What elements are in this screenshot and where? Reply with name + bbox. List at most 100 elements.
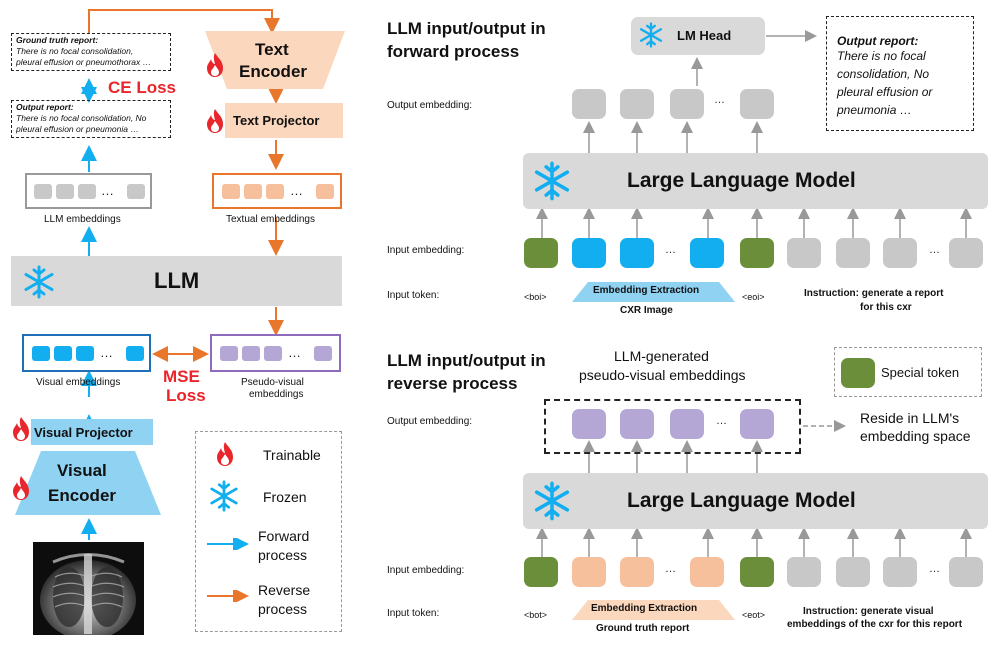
input-token-instruction [787,557,821,587]
text-encoder-label-2: Encoder [239,62,308,81]
ground-truth-report-line1: There is no focal consolidation, [16,46,134,56]
input-token-instruction [836,238,870,268]
reverse-embedding-extraction-shape [572,600,735,620]
input-token-instruction [787,238,821,268]
forward-output-report-title: Output report: [837,34,919,48]
legend-box [195,431,342,632]
forward-title-2: forward process [387,42,520,61]
ellipsis: … [929,563,940,575]
forward-arrows [536,30,972,238]
reside-label-2: embedding space [860,428,971,444]
legend-forward-2: process [258,547,308,563]
legend-forward-1: Forward [258,528,310,544]
legend-frozen: Frozen [263,489,307,505]
ellipsis: … [716,415,727,427]
reverse-title-2: reverse process [387,374,518,393]
bot-token: <bot> [524,610,548,620]
text-encoder-label-1: Text [255,40,289,59]
legend-reverse-arrow [207,590,249,602]
token [76,346,94,361]
ellipsis: … [714,94,725,106]
forward-instruction-line2: for this cxr [860,302,912,313]
token [266,184,284,199]
fire-icon [13,476,29,500]
output-report-title: Output report: [16,102,74,112]
output-report-line1: There is no focal consolidation, No [16,113,147,123]
ellipsis: … [665,244,676,256]
input-token-instruction [883,238,917,268]
ellipsis: … [929,244,940,256]
pseudo-visual-token [670,409,704,439]
forward-output-report-box: Output report: There is no focal consoli… [826,16,974,131]
visual-projector-block: Visual Projector [31,419,153,445]
ground-truth-report-line2: pleural effusion or pneumothorax … [16,57,152,67]
forward-instruction-line1: Instruction: generate a report [804,288,944,299]
snowflake-icon [639,22,663,48]
token [264,346,282,361]
reverse-input-embedding-label: Input embedding: [387,565,465,576]
visual-encoder-label-1: Visual [57,461,107,480]
input-token-text [572,557,606,587]
llm-embeddings-box: … [25,173,152,209]
output-token [670,89,704,119]
lm-head-label: LM Head [677,28,732,43]
input-token-image [620,238,654,268]
snowflake-icon [24,265,54,299]
ce-loss-label: CE Loss [108,78,177,97]
special-token-swatch [841,358,875,388]
pseudo-visual-label-2: embeddings [249,389,304,400]
input-token-instruction [883,557,917,587]
mse-loss-label-2: Loss [166,386,206,405]
pseudo-visual-token [740,409,774,439]
ground-truth-report-box: Ground truth report: There is no focal c… [11,33,171,71]
special-token-legend-box: Special token [834,347,982,397]
forward-title-1: LLM input/output in [387,19,546,38]
reside-label-1: Reside in LLM's [860,410,960,426]
input-token-boi [524,238,558,268]
generated-label-2: pseudo-visual embeddings [579,367,746,383]
legend-trainable: Trainable [263,447,321,463]
output-report-box: Output report: There is no focal consoli… [11,100,171,138]
fire-icon [13,417,29,441]
visual-encoder-block [15,451,161,515]
generated-embeddings-box [544,399,801,454]
textual-embeddings-label: Textual embeddings [226,214,315,225]
mse-loss-label-1: MSE [163,367,200,386]
text-encoder-block [205,31,345,89]
text-projector-label: Text Projector [233,113,320,128]
snowflake-icon [534,481,570,521]
input-token-text [690,557,724,587]
special-token-label: Special token [881,365,960,380]
forward-output-report-line4: pneumonia … [837,103,912,117]
forward-output-embedding-label: Output embedding: [387,100,473,111]
fire-icon [207,53,223,77]
ellipsis: … [100,345,113,360]
ellipsis: … [288,345,301,360]
llm-block: LLM [11,256,342,306]
token [314,346,332,361]
output-token [740,89,774,119]
snowflake-icon [534,161,570,201]
token [32,346,50,361]
legend-reverse-2: process [258,601,308,617]
token [56,184,74,199]
reverse-instruction-line2: embeddings of the cxr for this report [787,619,963,630]
reverse-title-1: LLM input/output in [387,351,546,370]
token [242,346,260,361]
legend-forward-arrow [207,538,249,550]
generated-label-1: LLM-generated [614,348,709,364]
forward-embedding-extraction-label: Embedding Extraction [593,285,700,296]
cxr-image-label: CXR Image [620,305,673,316]
token [78,184,96,199]
left-reverse-arrows [88,9,284,362]
reverse-llm-block: Large Language Model [523,473,988,529]
input-token-text [620,557,654,587]
token [220,346,238,361]
forward-input-token-label: Input token: [387,290,440,301]
token [244,184,262,199]
token [126,346,144,361]
legend-reverse-1: Reverse [258,582,311,598]
reverse-embedding-extraction-label: Embedding Extraction [591,603,698,614]
forward-output-report-line2: consolidation, No [837,67,930,81]
input-token-image [690,238,724,268]
